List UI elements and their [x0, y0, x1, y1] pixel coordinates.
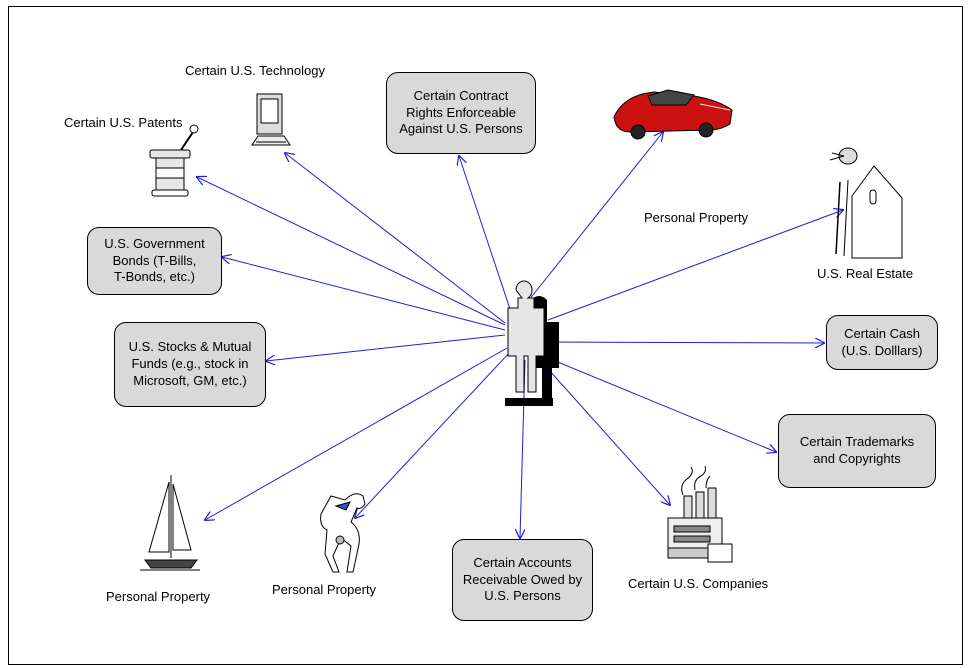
arrow-gov-bonds: [222, 257, 506, 331]
arrow-car: [524, 132, 663, 306]
label-car: Personal Property: [644, 210, 749, 225]
house-icon: [829, 147, 903, 259]
arrow-companies: [539, 359, 670, 505]
box-cash: Certain Cash (U.S. Dolllars): [826, 315, 938, 370]
label-horse: Personal Property: [272, 582, 377, 597]
box-gov-bonds: U.S. Government Bonds (T-Bills, T-Bonds,…: [87, 227, 222, 295]
box-contract-rights: Certain Contract Rights Enforceable Agai…: [386, 72, 536, 154]
box-trademarks: Certain Trademarks and Copyrights: [778, 414, 936, 488]
label-patents: Certain U.S. Patents: [64, 115, 183, 130]
box-accounts: Certain Accounts Receivable Owed by U.S.…: [452, 539, 593, 621]
label-technology: Certain U.S. Technology: [185, 63, 325, 78]
box-stocks: U.S. Stocks & Mutual Funds (e.g., stock …: [114, 322, 266, 407]
person-silhouette-icon: [505, 280, 559, 406]
sailboat-icon: [140, 475, 200, 571]
arrow-patents: [197, 177, 506, 326]
arrow-horse: [355, 351, 511, 518]
horse-icon: [320, 493, 366, 573]
label-companies: Certain U.S. Companies: [628, 576, 769, 591]
computer-icon: [251, 93, 291, 146]
arrow-stocks: [266, 334, 506, 361]
arrow-boat: [205, 347, 508, 520]
arrow-contract: [459, 156, 513, 316]
mortar-pestle-icon: [149, 124, 199, 197]
factory-icon: [667, 465, 733, 563]
diagram-frame: [8, 6, 963, 665]
arrow-real-estate: [547, 210, 843, 321]
arrow-technology: [285, 153, 506, 324]
arrow-cash: [547, 342, 824, 343]
car-icon: [613, 89, 733, 140]
arrow-trademarks: [547, 357, 776, 452]
label-boat: Personal Property: [106, 589, 211, 604]
label-real-estate: U.S. Real Estate: [817, 266, 914, 281]
